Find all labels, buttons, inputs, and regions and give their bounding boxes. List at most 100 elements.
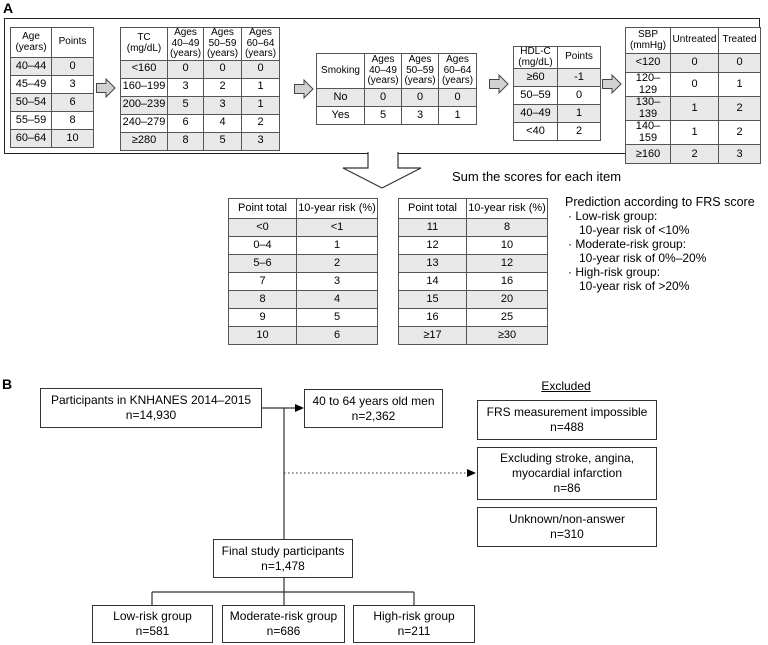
table-cell: 55–59 [10,111,52,130]
final-participants-box: Final study participants n=1,478 [213,539,353,578]
table-cell: 12 [466,254,548,273]
table-cell: 5–6 [228,254,297,273]
table-cell: 0 [364,88,402,107]
table-cell: 0–4 [228,236,297,255]
box-line: n=488 [550,420,584,434]
header-cell: Point total [398,198,467,219]
header-cell: Treated [718,27,761,54]
box-line: n=2,362 [351,408,396,423]
table-cell: 4 [203,113,242,133]
panel-a-label: A [3,0,14,16]
table-cell: 130–139 [625,96,671,122]
excluded-stroke-box: Excluding stroke, angina, myocardial inf… [477,447,657,500]
table-row: ≥17≥30 [398,326,548,345]
table-cell: 0 [167,59,204,79]
table-cell: 6 [296,326,378,345]
header-cell: SBP (mmHg) [625,27,671,54]
table-cell: 3 [203,95,242,115]
table-cell: Yes [316,106,365,125]
table-cell: 140–159 [625,120,671,146]
table-cell: 9 [228,308,297,327]
header-cell: Points [557,46,601,69]
header-cell: Ages 60–64 (years) [438,53,477,89]
box-line: Final study participants [221,543,345,558]
table-cell: 40–44 [10,57,52,76]
right-arrow-icon [489,74,509,94]
table-cell: 13 [398,254,467,273]
table-cell: 5 [167,95,204,115]
prediction-line: · Low-risk group: [568,209,658,223]
box-line: 40 to 64 years old men [312,393,435,408]
header-cell: 10-year risk (%) [296,198,378,219]
panel-b-label: B [2,376,13,392]
table-cell: 20 [466,290,548,309]
prediction-line: · High-risk group: [568,265,661,279]
table-cell: 0 [401,88,439,107]
table-cell: 1 [241,95,280,115]
header-cell: Ages 40–49 (years) [364,53,402,89]
table-cell: 240–279 [120,113,168,133]
table-cell: <1 [296,218,378,237]
excluded-frs-box: FRS measurement impossible n=488 [477,400,657,440]
table-cell: 2 [670,144,719,165]
box-line: n=1,478 [261,558,305,573]
table-cell: 40–49 [513,104,558,123]
tc-points-table: TC (mg/dL)Ages 40–49 (years)Ages 50–59 (… [120,27,280,151]
prediction-note: Prediction according to FRS score · Low-… [565,195,768,293]
right-arrow-icon [602,74,622,94]
table-cell: 2 [203,77,242,97]
right-arrow-icon [96,78,116,98]
table-cell: <0 [228,218,297,237]
table-cell: 3 [51,75,94,94]
excluded-unknown-box: Unknown/non-answer n=310 [477,507,657,547]
high-risk-box: High-risk group n=211 [353,605,475,643]
men-40-64-box: 40 to 64 years old men n=2,362 [304,389,443,428]
box-line: n=86 [553,481,581,495]
table-cell: 1 [296,236,378,255]
table-row: <0<1 [228,218,378,237]
table-cell: 3 [296,272,378,291]
arrowhead-icon [295,404,304,412]
header-cell: Ages 40–49 (years) [167,27,204,61]
header-cell: Untreated [670,27,719,54]
table-cell: 11 [398,218,467,237]
box-line: n=211 [397,624,431,638]
table-cell: No [316,88,365,107]
moderate-risk-box: Moderate-risk group n=686 [222,605,345,643]
header-cell: Ages 60–64 (years) [241,27,280,61]
table-cell: -1 [557,68,601,87]
table-cell: ≥30 [466,326,548,345]
table-cell: 0 [438,88,477,107]
table-cell: 5 [203,131,242,151]
table-cell: 0 [670,53,719,73]
table-cell: 10 [228,326,297,345]
table-cell: 1 [557,104,601,123]
table-cell: 2 [241,113,280,133]
table-cell: 3 [718,144,761,165]
header-cell: Smoking [316,53,365,89]
header-cell: 10-year risk (%) [466,198,548,219]
down-arrow-icon [342,152,422,189]
table-cell: 1 [670,96,719,122]
